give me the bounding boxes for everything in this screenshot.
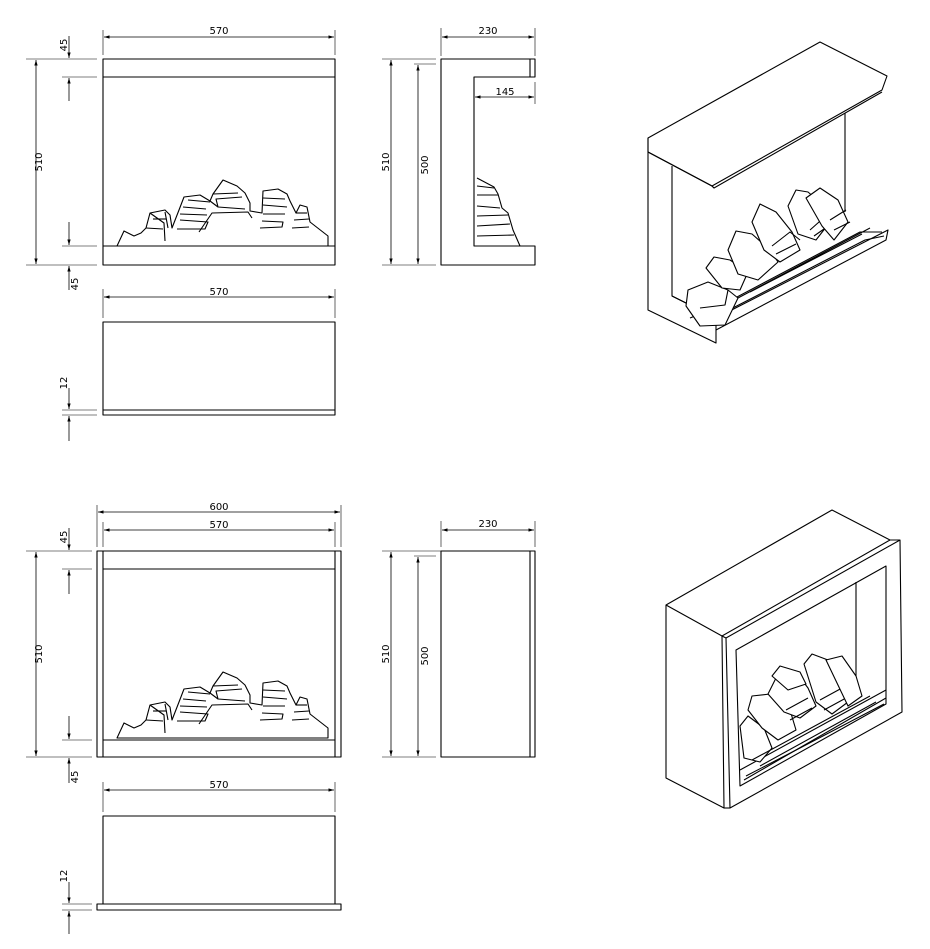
dim-bottom-plan-width: 570 <box>209 780 228 791</box>
top-plan-view <box>102 321 336 416</box>
top-plan-dimensions: 570 12 <box>59 287 336 441</box>
dim-bottom-plan-thickness: 12 <box>59 870 70 883</box>
dim-top-front-bottom: 45 <box>70 278 81 291</box>
top-front-view <box>102 58 336 266</box>
bottom-plan-dimensions: 570 12 <box>59 780 336 934</box>
dim-bottom-front-height: 510 <box>34 644 45 663</box>
bottom-side-view <box>440 550 536 758</box>
dim-bottom-front-top: 45 <box>59 531 70 544</box>
dim-top-plan-width: 570 <box>209 287 228 298</box>
dim-top-front-height: 510 <box>34 152 45 171</box>
dim-top-side-depth: 230 <box>478 26 497 37</box>
top-side-dimensions: 230 145 510 500 <box>381 26 536 266</box>
dim-top-side-inner-height: 500 <box>420 155 431 174</box>
bottom-front-view <box>96 550 342 758</box>
bottom-isometric-view <box>665 509 903 809</box>
bottom-front-dimensions: 600 570 510 45 45 <box>26 502 342 784</box>
dim-bottom-front-outer-width: 600 <box>209 502 228 513</box>
bottom-side-dimensions: 230 510 500 <box>381 519 536 758</box>
top-side-view <box>440 58 536 266</box>
dim-bottom-front-width: 570 <box>209 520 228 531</box>
dim-top-front-width: 570 <box>209 26 228 37</box>
dim-bottom-side-height: 510 <box>381 644 392 663</box>
dim-top-side-height: 510 <box>381 152 392 171</box>
dim-top-side-inner-depth: 145 <box>495 87 514 98</box>
dim-top-plan-thickness: 12 <box>59 377 70 390</box>
dim-bottom-front-bottom: 45 <box>70 771 81 784</box>
top-front-dimensions: 570 510 45 45 <box>26 26 336 291</box>
dim-top-front-top: 45 <box>59 39 70 52</box>
top-isometric-view <box>647 41 889 344</box>
dim-bottom-side-inner-height: 500 <box>420 646 431 665</box>
dim-bottom-side-depth: 230 <box>478 519 497 530</box>
bottom-plan-view <box>96 815 342 911</box>
